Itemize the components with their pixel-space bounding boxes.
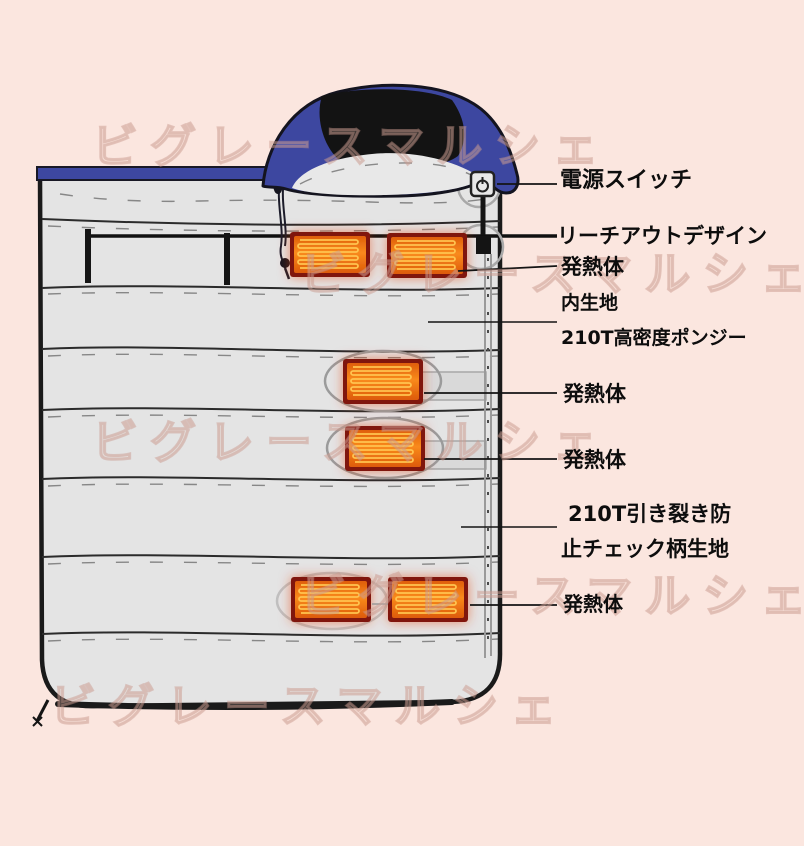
hood-opening — [292, 153, 482, 196]
leader-lines — [372, 183, 558, 606]
label-outer-fabric-line1: 210T引き裂き防 — [568, 502, 732, 526]
bag-body — [37, 173, 503, 711]
power-cable — [476, 197, 491, 254]
quilt-seams — [41, 193, 501, 643]
label-outer-fabric-line2: 止チェック柄生地 — [561, 537, 729, 561]
heating-element — [342, 358, 424, 405]
heating-element — [387, 576, 469, 623]
label-heater-middle-2: 発熱体 — [563, 448, 626, 472]
hood-inner — [319, 89, 465, 171]
heating-element — [290, 576, 372, 623]
label-reach-out-design: リーチアウトデザイン — [557, 224, 767, 248]
power-switch-icon — [469, 170, 496, 198]
label-power-switch: 電源スイッチ — [560, 168, 693, 193]
hood — [261, 83, 520, 198]
leader-line-heater-top — [457, 265, 558, 272]
label-inner-fabric-line2: 210T高密度ポンジー — [561, 327, 747, 349]
label-heater-top: 発熱体 — [561, 255, 624, 279]
heating-element — [289, 231, 371, 278]
zipper-pull — [32, 699, 50, 727]
drawstring — [273, 179, 291, 280]
label-heater-bottom: 発熱体 — [563, 592, 623, 616]
cable-connector — [476, 236, 491, 254]
heating-element — [386, 232, 468, 279]
label-inner-fabric-line1: 内生地 — [561, 292, 619, 314]
label-heater-middle-1: 発熱体 — [563, 382, 626, 406]
heating-element — [344, 425, 426, 472]
